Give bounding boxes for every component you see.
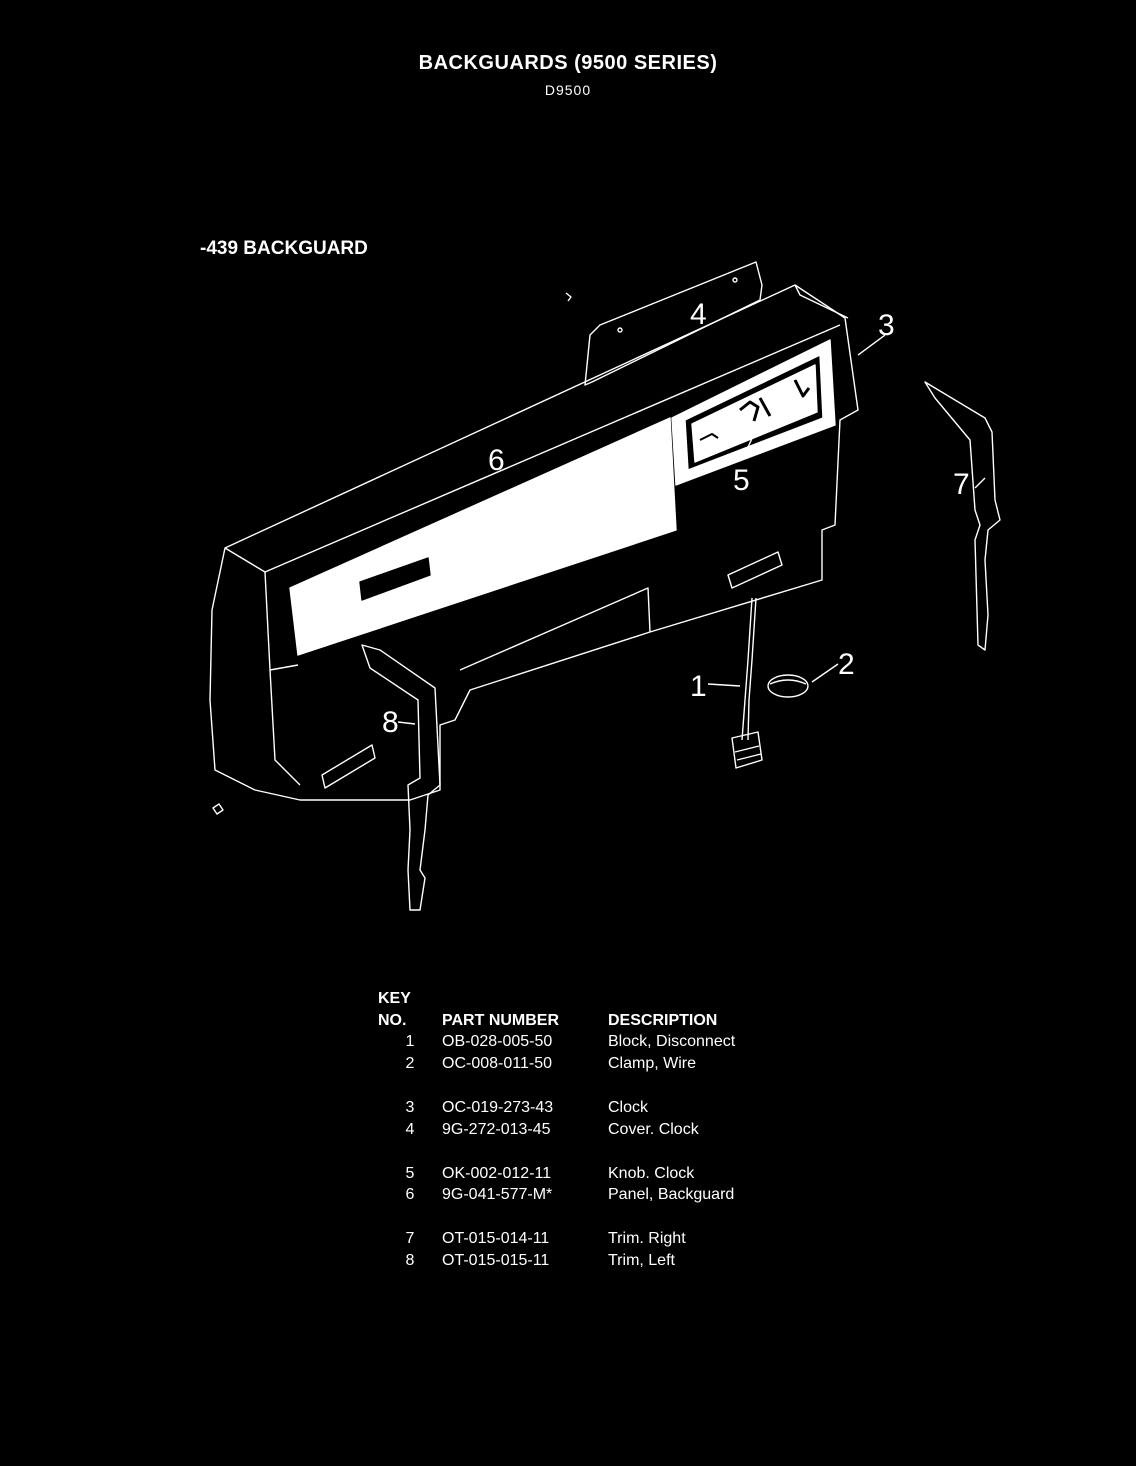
row-desc: Trim. Right — [608, 1230, 686, 1248]
callout-7: 7 — [953, 468, 970, 501]
row-key: 5 — [405, 1164, 415, 1182]
row-part: OC-019-273-43 — [442, 1099, 554, 1117]
row-desc: Block, Disconnect — [608, 1033, 736, 1051]
page-subtitle: D9500 — [544, 82, 592, 98]
row-key: 2 — [405, 1055, 415, 1073]
backguard-panel-part — [289, 417, 677, 656]
row-desc: Knob. Clock — [608, 1164, 695, 1182]
row-part: OT-015-015-11 — [442, 1252, 550, 1270]
col-header-part: PART NUMBER — [442, 1011, 560, 1029]
callout-2: 2 — [838, 648, 855, 681]
row-desc: Clock — [608, 1099, 649, 1117]
row-key: 3 — [405, 1099, 415, 1117]
left-trim-part — [361, 644, 441, 911]
clock-part — [671, 339, 836, 486]
table-row: 5 OK-002-012-11 Knob. Clock — [378, 1163, 808, 1185]
callout-4: 4 — [690, 298, 707, 331]
cover-clock-part — [565, 261, 763, 386]
disconnect-block-part — [731, 597, 763, 769]
callout-1: 1 — [690, 670, 707, 703]
page-title: BACKGUARDS (9500 SERIES) — [418, 52, 718, 74]
table-row: 6 9G-041-577-M* Panel, Backguard — [378, 1185, 808, 1207]
row-key: 7 — [405, 1230, 415, 1248]
section-title: -439 BACKGUARD — [200, 238, 368, 259]
table-row: 7 OT-015-014-11 Trim. Right — [378, 1228, 808, 1250]
table-row: 2 OC-008-011-50 Clamp, Wire — [378, 1053, 808, 1075]
row-part: 9G-272-013-45 — [442, 1120, 551, 1138]
row-key: 6 — [405, 1186, 415, 1204]
row-key: 8 — [405, 1252, 415, 1270]
callout-5: 5 — [733, 464, 750, 497]
callout-8: 8 — [382, 706, 399, 739]
parts-list: KEY NO. PART NUMBER DESCRIPTION 1 OB-028… — [378, 988, 808, 1272]
row-desc: Clamp, Wire — [608, 1055, 697, 1073]
row-key: 4 — [405, 1120, 415, 1138]
parts-table: KEY NO. PART NUMBER DESCRIPTION 1 OB-028… — [378, 988, 808, 1272]
row-desc: Cover. Clock — [608, 1120, 699, 1138]
wire-clamp-part — [767, 674, 809, 698]
row-part: OC-008-011-50 — [442, 1055, 552, 1073]
table-row: 1 OB-028-005-50 Block, Disconnect — [378, 1032, 808, 1054]
col-header-key-top: KEY — [378, 989, 411, 1007]
table-row: 3 OC-019-273-43 Clock — [378, 1097, 808, 1119]
row-part: OK-002-012-11 — [442, 1164, 552, 1182]
col-header-key: NO. — [378, 1011, 407, 1029]
backguard-body — [209, 284, 859, 815]
row-key: 1 — [405, 1033, 415, 1051]
table-row: 8 OT-015-015-11 Trim, Left — [378, 1250, 808, 1272]
callout-6: 6 — [488, 444, 505, 477]
row-part: OB-028-005-50 — [442, 1033, 553, 1051]
leader-lines — [397, 334, 986, 725]
right-trim-part — [924, 381, 1001, 651]
row-desc: Panel, Backguard — [608, 1186, 735, 1204]
exploded-backguard-diagram: 1 2 3 4 5 6 7 8 — [209, 261, 1001, 911]
callout-3: 3 — [878, 309, 895, 342]
table-row: 4 9G-272-013-45 Cover. Clock — [378, 1119, 808, 1141]
row-part: 9G-041-577-M* — [442, 1186, 553, 1204]
row-desc: Trim, Left — [608, 1252, 675, 1270]
row-part: OT-015-014-11 — [442, 1230, 550, 1248]
col-header-desc: DESCRIPTION — [608, 1011, 718, 1029]
